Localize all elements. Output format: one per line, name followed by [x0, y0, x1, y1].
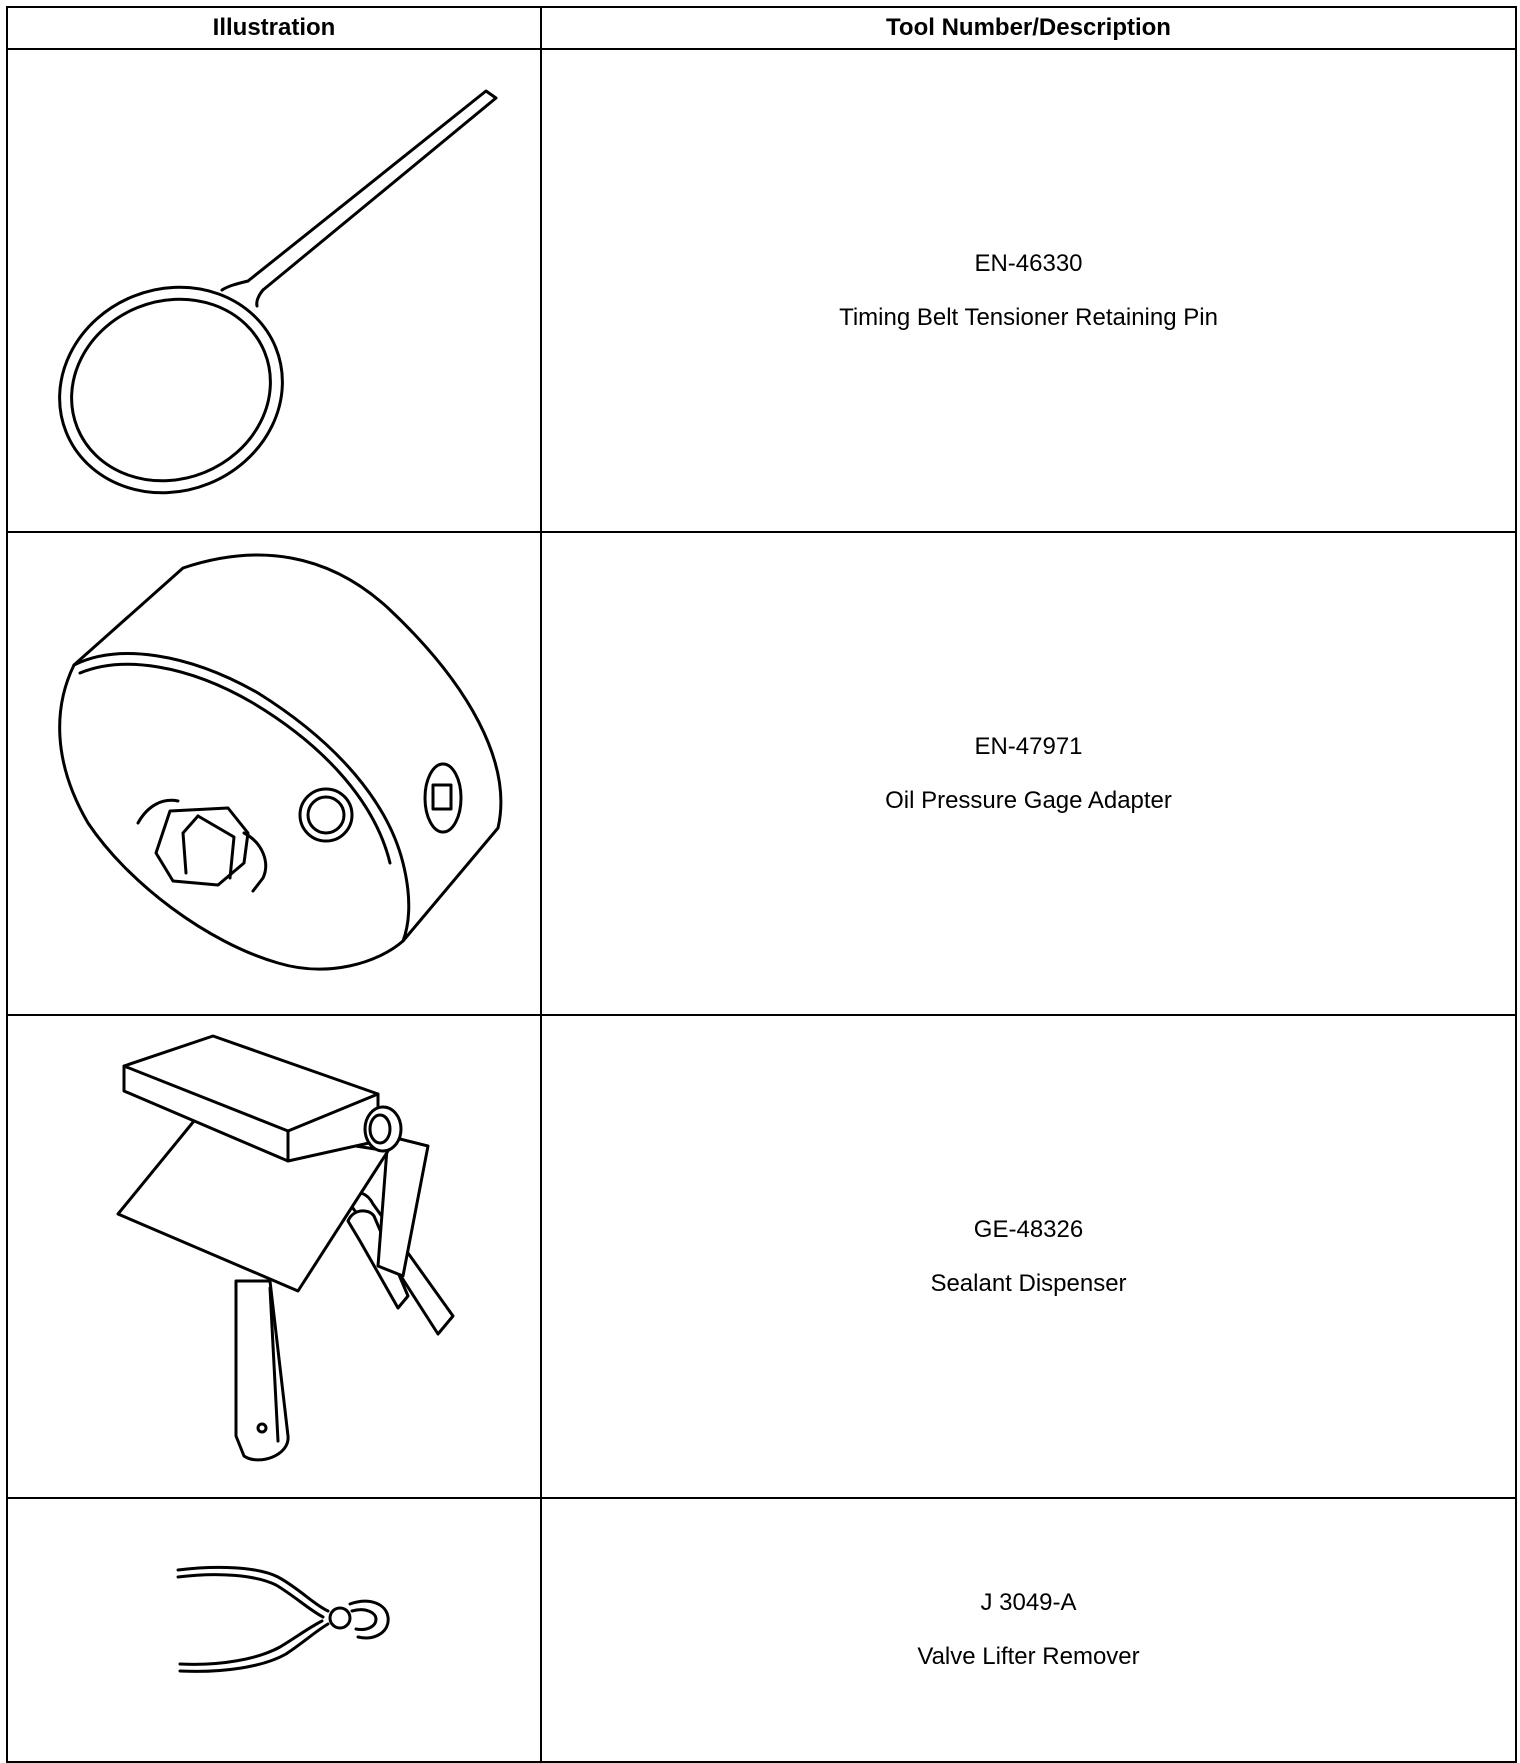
tool-description-cell: GE-48326 Sealant Dispenser: [540, 1014, 1517, 1499]
tool-number: J 3049-A: [980, 1589, 1077, 1616]
gage-adapter-icon: [58, 553, 503, 971]
tool-number: EN-47971: [974, 732, 1083, 760]
retaining-pin-icon: [58, 89, 498, 495]
table-row: EN-46330 Timing Belt Tensioner Retaining…: [6, 48, 1517, 533]
header-illustration: Illustration: [6, 6, 542, 50]
header-tool-number-description: Tool Number/Description: [540, 6, 1517, 50]
tool-description-cell: EN-47971 Oil Pressure Gage Adapter: [540, 531, 1517, 1016]
table-row: EN-47971 Oil Pressure Gage Adapter: [6, 531, 1517, 1016]
tool-description: Sealant Dispenser: [930, 1269, 1127, 1297]
tool-number: EN-46330: [974, 249, 1083, 277]
tool-description: Valve Lifter Remover: [917, 1643, 1140, 1670]
header-row: Illustration Tool Number/Description: [6, 6, 1517, 50]
valve-lifter-remover-icon: [176, 1565, 390, 1673]
illustration-cell: [6, 48, 542, 533]
tool-description-cell: EN-46330 Timing Belt Tensioner Retaining…: [540, 48, 1517, 533]
tool-number: GE-48326: [973, 1215, 1084, 1243]
illustration-cell: [6, 531, 542, 1016]
sealant-dispenser-icon: [116, 1034, 455, 1462]
table-row: J 3049-A Valve Lifter Remover: [6, 1497, 1517, 1763]
tool-description: Timing Belt Tensioner Retaining Pin: [839, 303, 1218, 331]
tools-table: Illustration Tool Number/Description EN-…: [6, 6, 1517, 1763]
illustration-cell: [6, 1497, 542, 1763]
illustration-cell: [6, 1014, 542, 1499]
table-row: GE-48326 Sealant Dispenser: [6, 1014, 1517, 1499]
tool-description-cell: J 3049-A Valve Lifter Remover: [540, 1497, 1517, 1763]
tool-description: Oil Pressure Gage Adapter: [885, 786, 1172, 814]
